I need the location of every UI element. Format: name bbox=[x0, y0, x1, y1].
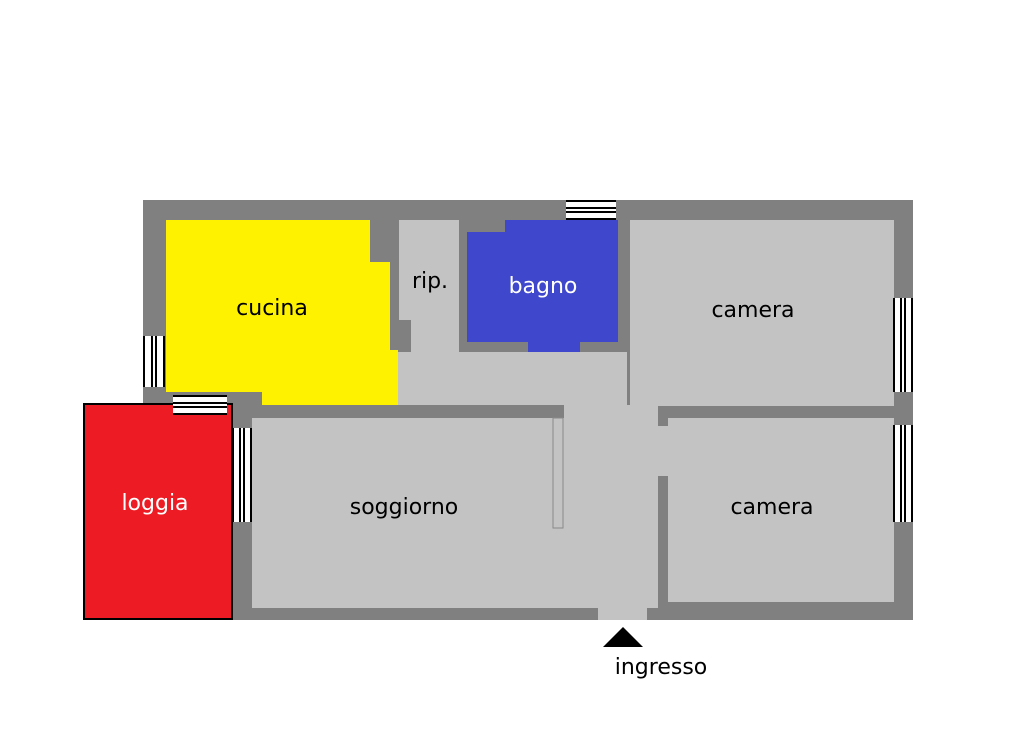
room-bagno bbox=[467, 220, 618, 352]
label-soggiorno: soggiorno bbox=[350, 495, 459, 520]
window-cucina-left bbox=[143, 336, 165, 387]
window-top bbox=[566, 200, 616, 220]
room-corridoio bbox=[398, 352, 658, 620]
window-camera-bottom bbox=[893, 425, 913, 522]
label-ingresso: ingresso bbox=[615, 655, 708, 680]
room-camera-bottom bbox=[658, 418, 894, 602]
label-bagno: bagno bbox=[509, 274, 578, 299]
camera-bottom-door bbox=[658, 426, 668, 476]
entrance-arrow-icon bbox=[603, 627, 643, 647]
label-camera-top: camera bbox=[711, 298, 794, 323]
label-ripostiglio: rip. bbox=[412, 269, 448, 294]
room-loggia bbox=[83, 403, 233, 620]
rip-passage bbox=[411, 320, 459, 352]
label-camera-bottom: camera bbox=[730, 495, 813, 520]
soggiorno-partition bbox=[552, 417, 564, 529]
label-loggia: loggia bbox=[121, 491, 188, 516]
label-cucina: cucina bbox=[236, 296, 308, 321]
corridor-main bbox=[564, 405, 658, 608]
entrance-opening bbox=[598, 606, 647, 620]
window-camera-top bbox=[893, 298, 913, 392]
window-soggiorno bbox=[232, 428, 252, 522]
room-soggiorno bbox=[252, 418, 565, 608]
room-ripostiglio bbox=[399, 220, 459, 320]
bottom-wall-left bbox=[135, 606, 605, 620]
window-cucina-bottom bbox=[173, 395, 227, 415]
room-cucina bbox=[166, 220, 398, 405]
room-camera-top bbox=[630, 220, 894, 406]
